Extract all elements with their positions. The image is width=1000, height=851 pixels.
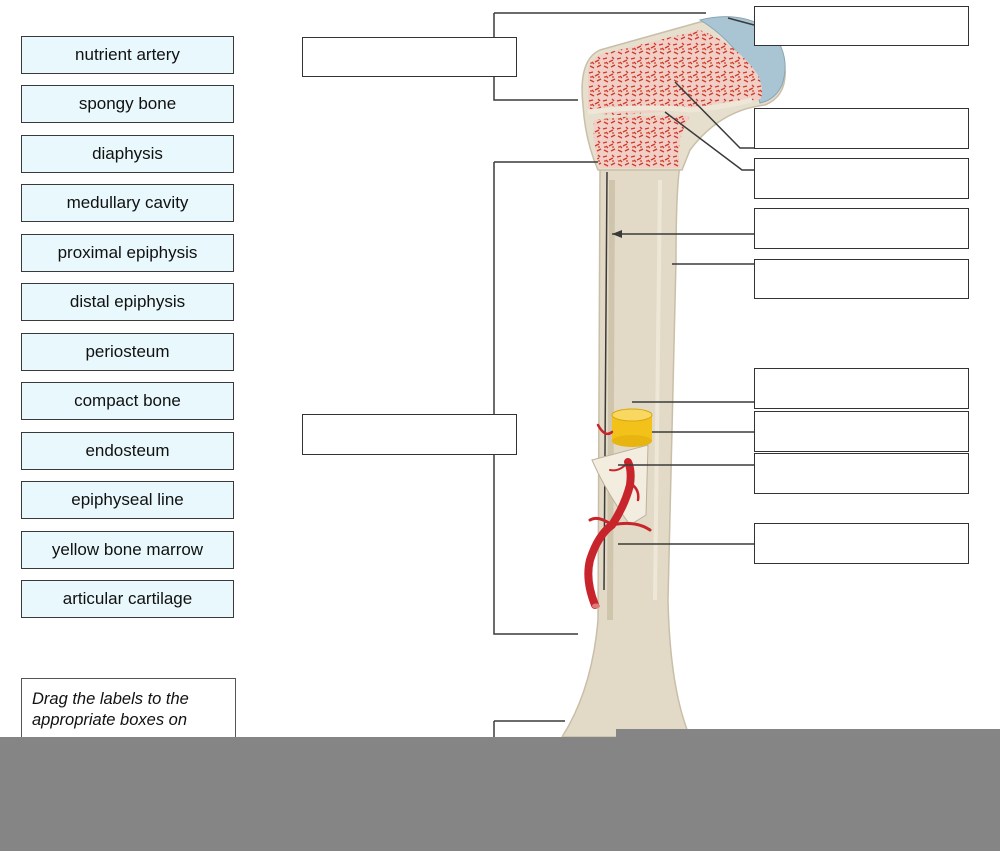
epiphyseal-line-shape bbox=[587, 97, 753, 115]
instructions-text: Drag the labels to the appropriate boxes… bbox=[21, 678, 236, 748]
label-tile[interactable]: medullary cavity bbox=[21, 184, 234, 222]
label-tile[interactable]: epiphyseal line bbox=[21, 481, 234, 519]
drop-target-periosteum[interactable] bbox=[754, 259, 969, 299]
drop-target-endosteum[interactable] bbox=[754, 453, 969, 494]
drop-target-diaphysis[interactable] bbox=[302, 414, 517, 455]
arrowhead-icon bbox=[612, 230, 622, 238]
label-tile[interactable]: distal epiphysis bbox=[21, 283, 234, 321]
yellow-bone-marrow-shape bbox=[611, 408, 653, 447]
drop-target-proximal-epiphysis[interactable] bbox=[302, 37, 517, 77]
label-tile[interactable]: nutrient artery bbox=[21, 36, 234, 74]
gray-overlay bbox=[0, 737, 1000, 851]
drop-target-compact-bone[interactable] bbox=[754, 368, 969, 409]
drop-target-spongy-bone[interactable] bbox=[754, 108, 969, 149]
drop-target-yellow-bone-marrow[interactable] bbox=[754, 411, 969, 452]
label-tile[interactable]: diaphysis bbox=[21, 135, 234, 173]
drop-target-epiphyseal-line[interactable] bbox=[754, 158, 969, 199]
drop-target-nutrient-artery[interactable] bbox=[754, 523, 969, 564]
drop-target-articular-cartilage[interactable] bbox=[754, 6, 969, 46]
label-tile[interactable]: spongy bone bbox=[21, 85, 234, 123]
gray-overlay-top bbox=[616, 729, 1000, 739]
spongy-bone-shape bbox=[588, 30, 763, 115]
label-tile[interactable]: compact bone bbox=[21, 382, 234, 420]
label-tile[interactable]: articular cartilage bbox=[21, 580, 234, 618]
label-tile[interactable]: yellow bone marrow bbox=[21, 531, 234, 569]
drop-target-medullary-cavity[interactable] bbox=[754, 208, 969, 249]
label-tile[interactable]: endosteum bbox=[21, 432, 234, 470]
label-tile[interactable]: proximal epiphysis bbox=[21, 234, 234, 272]
label-tile[interactable]: periosteum bbox=[21, 333, 234, 371]
nutrient-artery-shape bbox=[584, 423, 652, 609]
